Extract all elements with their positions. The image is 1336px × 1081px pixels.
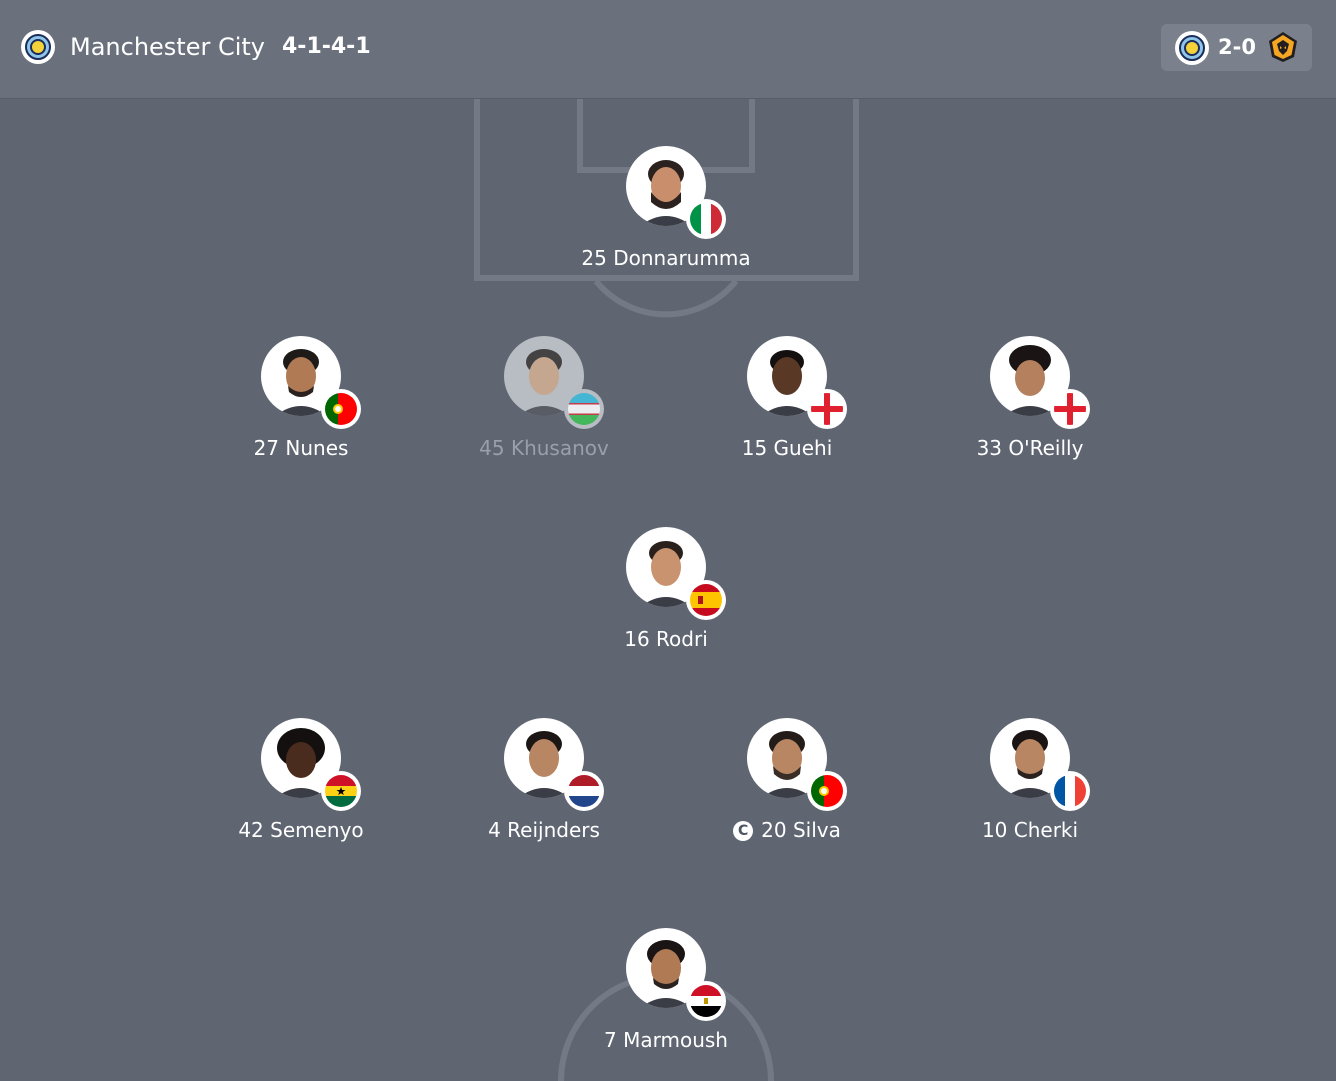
- italy-flag-icon: [686, 199, 726, 239]
- manchester-city-crest-icon: [21, 30, 55, 64]
- player-semenyo[interactable]: 42 Semenyo: [181, 718, 421, 848]
- player-label: 4 Reijnders: [488, 818, 600, 842]
- uzbekistan-flag-icon: [564, 389, 604, 429]
- player-label: 33 O'Reilly: [976, 436, 1084, 460]
- player-cherki[interactable]: 10 Cherki: [910, 718, 1150, 848]
- match-score-button[interactable]: 2-0: [1161, 24, 1312, 71]
- player-photo: [626, 527, 706, 607]
- team-name: Manchester City: [70, 33, 266, 61]
- portugal-flag-icon: [321, 389, 361, 429]
- player-label: 7 Marmoush: [604, 1028, 728, 1052]
- player-photo: [626, 146, 706, 226]
- player-marmoush[interactable]: 7 Marmoush: [546, 928, 786, 1058]
- england-flag-icon: [807, 389, 847, 429]
- manchester-city-crest-icon: [1175, 31, 1209, 65]
- player-label-row: C 20 Silva: [667, 816, 907, 844]
- penalty-box: [474, 98, 859, 281]
- player-oreilly[interactable]: 33 O'Reilly: [910, 336, 1150, 466]
- player-label: 25 Donnarumma: [581, 246, 751, 270]
- player-label: 27 Nunes: [253, 436, 349, 460]
- player-label: 45 Khusanov: [479, 436, 609, 460]
- player-donnarumma[interactable]: 25 Donnarumma: [546, 146, 786, 276]
- formation: 4-1-4-1: [282, 34, 371, 59]
- england-flag-icon: [1050, 389, 1090, 429]
- france-flag-icon: [1050, 771, 1090, 811]
- player-label: 20 Silva: [761, 818, 841, 842]
- penalty-arc: [593, 279, 739, 318]
- player-silva[interactable]: C 20 Silva: [667, 718, 907, 848]
- match-score: 2-0: [1218, 35, 1256, 59]
- player-guehi[interactable]: 15 Guehi: [667, 336, 907, 466]
- player-label: 16 Rodri: [624, 627, 708, 651]
- player-khusanov[interactable]: 45 Khusanov: [424, 336, 664, 466]
- wolves-crest-icon: [1269, 32, 1297, 62]
- portugal-flag-icon: [807, 771, 847, 811]
- captain-icon: C: [733, 821, 754, 841]
- player-label: 10 Cherki: [981, 818, 1079, 842]
- player-reijnders[interactable]: 4 Reijnders: [424, 718, 664, 848]
- lineup-header: Manchester City 4-1-4-1 2-0: [0, 0, 1336, 99]
- player-photo: [261, 718, 341, 798]
- player-label: 42 Semenyo: [238, 818, 364, 842]
- player-rodri[interactable]: 16 Rodri: [546, 527, 786, 657]
- spain-flag-icon: [686, 580, 726, 620]
- netherlands-flag-icon: [564, 771, 604, 811]
- player-nunes[interactable]: 27 Nunes: [181, 336, 421, 466]
- ghana-flag-icon: [321, 771, 361, 811]
- egypt-flag-icon: [686, 981, 726, 1021]
- player-label: 15 Guehi: [741, 436, 833, 460]
